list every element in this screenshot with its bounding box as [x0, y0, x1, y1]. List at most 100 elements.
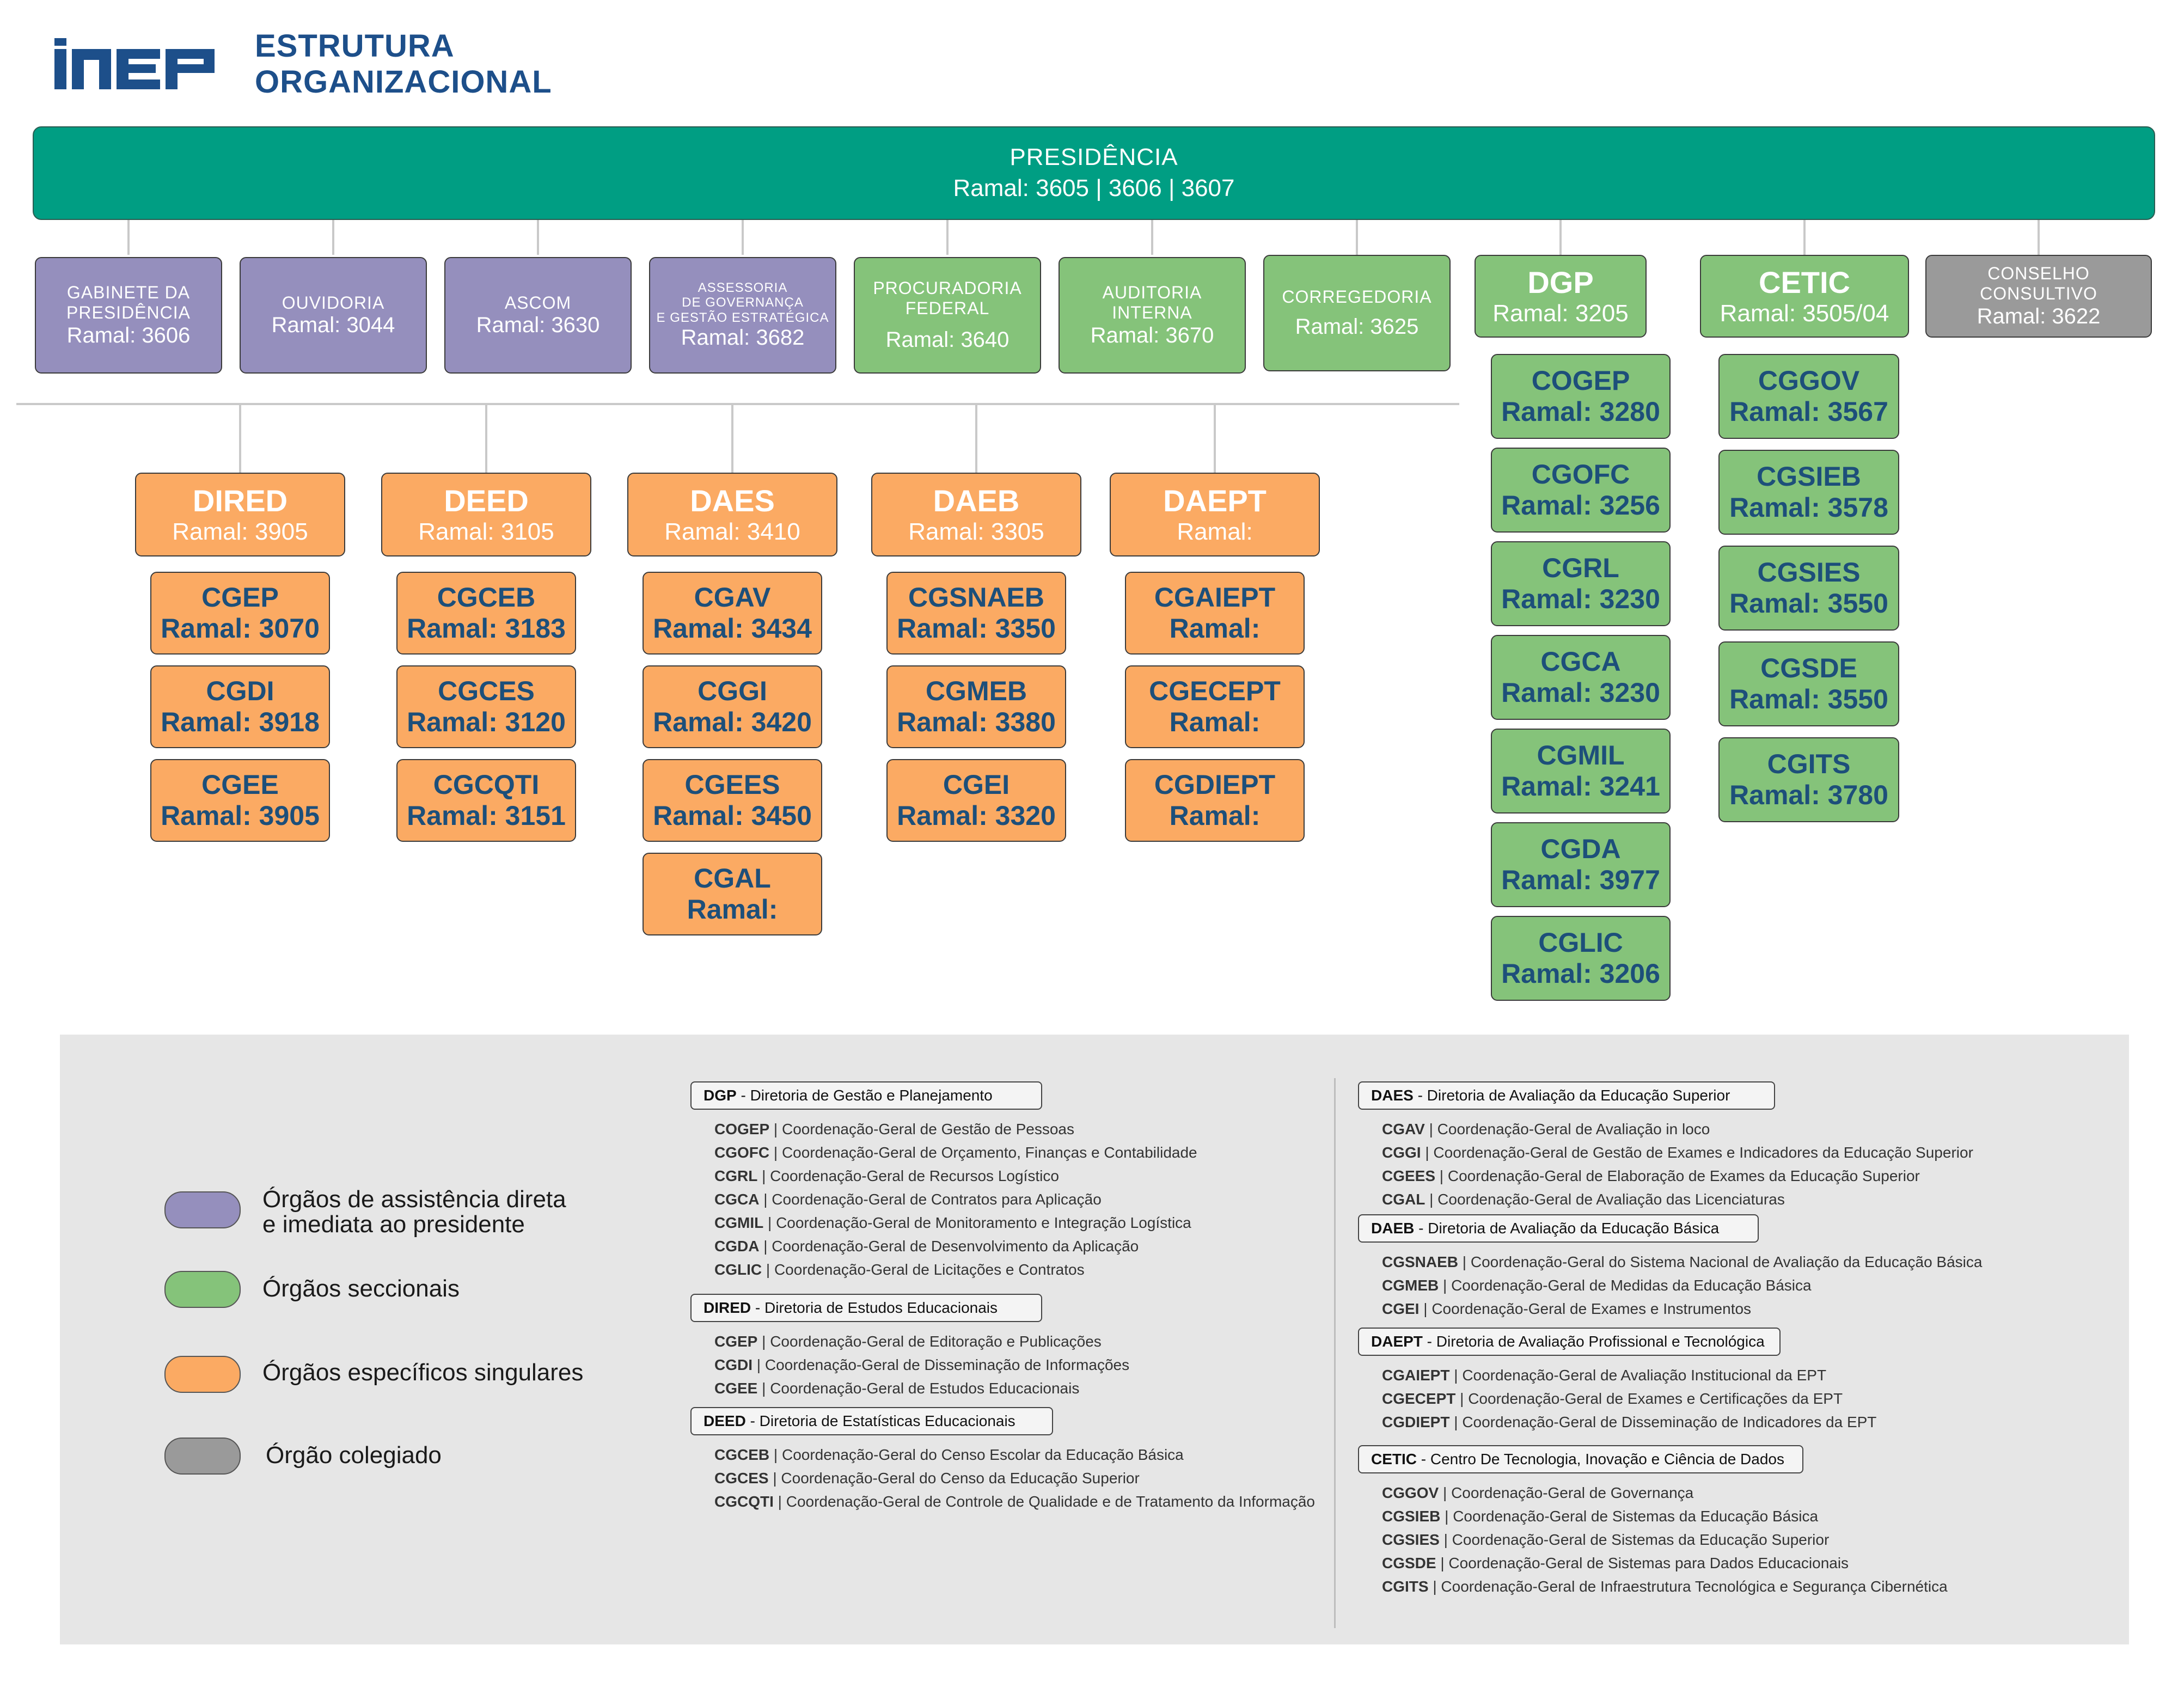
glossary-separator: | — [759, 1238, 772, 1255]
glossary-entry-desc: Coordenação-Geral de Gestão de Pessoas — [781, 1121, 1074, 1137]
legend-label-assistencia: Órgãos de assistência direta e imediata … — [262, 1187, 566, 1237]
glossary-separator: | — [1424, 1121, 1437, 1137]
subunit-ramal: Ramal: 3918 — [161, 707, 320, 737]
unit-gabinete: GABINETE DA PRESIDÊNCIA Ramal: 3606 — [35, 257, 222, 374]
unit-procuradoria: PROCURADORIA FEDERAL Ramal: 3640 — [854, 257, 1041, 374]
legend-line: Órgãos de assistência direta — [262, 1186, 566, 1213]
glossary-entry: CGSIES | Coordenação-Geral de Sistemas d… — [1382, 1531, 1829, 1549]
connector-line — [1803, 220, 1806, 255]
unit-ramal: Ramal: 3630 — [476, 313, 600, 338]
unit-ascom: ASCOM Ramal: 3630 — [444, 257, 632, 374]
unit-label: E GESTÃO ESTRATÉGICA — [656, 310, 829, 325]
unit-ramal: Ramal: 3670 — [1090, 323, 1214, 347]
unit-label: FEDERAL — [905, 298, 990, 318]
glossary-abbr: DAES — [1371, 1087, 1414, 1104]
glossary-separator: | — [763, 1214, 776, 1231]
glossary-entry-abbr: CGMIL — [714, 1214, 764, 1231]
subunit-name: COGEP — [1531, 365, 1630, 396]
glossary-entry-abbr: CGAV — [1382, 1121, 1425, 1137]
glossary-entry: CGEP | Coordenação-Geral de Editoração e… — [714, 1333, 1102, 1350]
glossary-entry: CGEI | Coordenação-Geral de Exames e Ins… — [1382, 1300, 1751, 1318]
glossary-entry-abbr: CGSIEB — [1382, 1508, 1441, 1525]
subunit-name: CGDA — [1540, 833, 1621, 864]
glossary-separator: | — [773, 1493, 786, 1510]
glossary-entry-abbr: CGMEB — [1382, 1277, 1439, 1294]
unit-ramal: Ramal: 3682 — [681, 326, 805, 350]
unit-ramal: Ramal: 3625 — [1295, 315, 1419, 339]
unit-corregedoria: CORREGEDORIA Ramal: 3625 — [1263, 255, 1451, 371]
presidencia-ramal: Ramal: 3605 | 3606 | 3607 — [953, 175, 1235, 201]
glossary-header-dgp: DGP - Diretoria de Gestão e Planejamento — [690, 1081, 1042, 1110]
glossary-entry: CGDA | Coordenação-Geral de Desenvolvime… — [714, 1238, 1139, 1255]
glossary-entry-desc: Coordenação-Geral de Disseminação de Inf… — [764, 1356, 1130, 1373]
glossary-separator: | — [1428, 1578, 1441, 1595]
subunit-ramal: Ramal: — [1169, 707, 1261, 737]
subunit-name: CGEI — [943, 769, 1010, 800]
subunit-name: CGITS — [1767, 748, 1851, 779]
glossary-entry-abbr: CGEP — [714, 1333, 758, 1350]
inep-logo — [54, 38, 215, 89]
subunit-name: CGSIES — [1757, 556, 1861, 588]
unit-label: CETIC — [1759, 265, 1850, 299]
subunit-ramal: Ramal: 3420 — [653, 707, 812, 737]
subunit-ramal: Ramal: 3120 — [407, 707, 566, 737]
glossary-entry-desc: Coordenação-Geral de Estudos Educacionai… — [770, 1380, 1080, 1397]
directorate-name: DAEPT — [1163, 483, 1267, 518]
glossary-separator: | — [1455, 1390, 1469, 1407]
glossary-separator: | — [1449, 1414, 1463, 1430]
subunit-name: CGGOV — [1758, 365, 1860, 396]
unit-cetic: CETIC Ramal: 3505/04 — [1700, 255, 1909, 338]
legend-label-colegiado: Órgão colegiado — [266, 1442, 442, 1469]
glossary-entry-abbr: CGDA — [714, 1238, 760, 1255]
glossary-entry-abbr: CGDI — [714, 1356, 753, 1373]
unit-ramal: Ramal: 3606 — [66, 323, 191, 347]
glossary-header-daes: DAES - Diretoria de Avaliação da Educaçã… — [1358, 1081, 1775, 1110]
glossary-desc: - Centro De Tecnologia, Inovação e Ciênc… — [1417, 1451, 1784, 1467]
subunit-name: CGSDE — [1760, 652, 1857, 683]
glossary-entry-abbr: CGCA — [714, 1191, 760, 1208]
glossary-entry-abbr: CGDIEPT — [1382, 1414, 1450, 1430]
legend-line: e imediata ao presidente — [262, 1211, 525, 1238]
unit-label: PRESIDÊNCIA — [66, 303, 191, 322]
glossary-separator: | — [1439, 1277, 1452, 1294]
glossary-entry: CGGOV | Coordenação-Geral de Governança — [1382, 1484, 1693, 1502]
unit-ramal: Ramal: 3044 — [271, 313, 395, 338]
glossary-entry-desc: Coordenação-Geral de Orçamento, Finanças… — [781, 1144, 1197, 1161]
glossary-entry: CGECEPT | Coordenação-Geral de Exames e … — [1382, 1390, 1843, 1408]
glossary-entry: CGCQTI | Coordenação-Geral de Controle d… — [714, 1493, 1315, 1510]
connector-line — [731, 405, 733, 473]
glossary-abbr: DIRED — [703, 1299, 751, 1316]
legend-label-seccionais: Órgãos seccionais — [262, 1275, 460, 1302]
subunit-name: CGCQTI — [433, 769, 540, 800]
glossary-entry-desc: Coordenação-Geral do Sistema Nacional de… — [1470, 1253, 1983, 1270]
glossary-entry: CGITS | Coordenação-Geral de Infraestrut… — [1382, 1578, 1948, 1595]
unit-label: AUDITORIA — [1102, 283, 1202, 303]
connector-line — [975, 405, 977, 473]
glossary-entry: CGSDE | Coordenação-Geral de Sistemas pa… — [1382, 1555, 1849, 1572]
glossary-entry: CGAL | Coordenação-Geral de Avaliação da… — [1382, 1191, 1785, 1208]
glossary-entry-abbr: CGCEB — [714, 1446, 770, 1463]
unit-ramal: Ramal: 3205 — [1492, 299, 1629, 327]
directorate-ramal: Ramal: 3305 — [908, 518, 1044, 545]
glossary-entry-abbr: CGSNAEB — [1382, 1253, 1459, 1270]
connector-line — [239, 405, 241, 473]
glossary-entry: COGEP | Coordenação-Geral de Gestão de P… — [714, 1121, 1074, 1138]
glossary-header-cetic: CETIC - Centro De Tecnologia, Inovação e… — [1358, 1445, 1803, 1473]
glossary-entry-desc: Coordenação-Geral de Infraestrutura Tecn… — [1441, 1578, 1948, 1595]
glossary-separator: | — [753, 1356, 765, 1373]
connector-line — [332, 220, 334, 255]
subunit-ramal: Ramal: 3780 — [1729, 780, 1888, 810]
subunit-ramal: Ramal: 3256 — [1501, 490, 1660, 521]
unit-label: INTERNA — [1112, 303, 1192, 322]
unit-auditoria: AUDITORIA INTERNA Ramal: 3670 — [1059, 257, 1246, 374]
unit-assessoria: ASSESSORIA DE GOVERNANÇA E GESTÃO ESTRAT… — [649, 257, 836, 374]
glossary-header-deed: DEED - Diretoria de Estatísticas Educaci… — [690, 1407, 1053, 1435]
glossary-separator: | — [757, 1167, 770, 1184]
